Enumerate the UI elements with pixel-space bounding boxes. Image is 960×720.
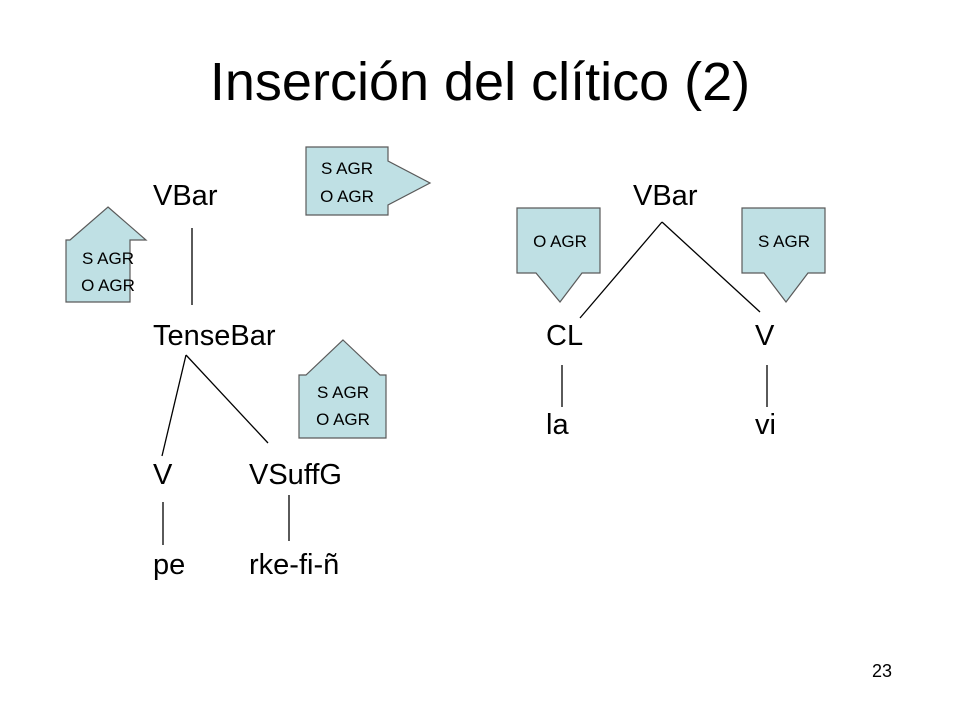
edge-vbar-cl xyxy=(579,221,663,319)
right-clitic-cl: CL xyxy=(546,320,584,352)
up-arrow-middle-line1: S AGR xyxy=(317,383,369,402)
right-verb-v: V xyxy=(755,320,775,352)
down-arrow-o-agr-label: O AGR xyxy=(533,232,587,251)
left-vsuffg: VSuffG xyxy=(249,459,342,491)
left-leaf-pe: pe xyxy=(153,549,186,581)
right-arrow: S AGR O AGR xyxy=(305,146,432,216)
edge-tensebar-vsuffg xyxy=(185,354,269,444)
up-arrow-left: S AGR O AGR xyxy=(65,206,148,303)
edge-vbar-v xyxy=(661,221,761,313)
page-number: 23 xyxy=(872,661,893,681)
down-arrow-s-agr-label: S AGR xyxy=(758,232,810,251)
right-leaf-vi: vi xyxy=(755,409,776,441)
left-root-vbar: VBar xyxy=(153,180,218,212)
down-arrow-o-agr: O AGR xyxy=(516,207,601,303)
right-root-vbar: VBar xyxy=(633,180,698,212)
up-arrow-middle: S AGR O AGR xyxy=(298,339,387,439)
up-arrow-left-line1: S AGR xyxy=(82,249,134,268)
edge-tensebar-v xyxy=(161,354,187,457)
right-leaf-la: la xyxy=(546,409,569,441)
slide-title: Inserción del clítico (2) xyxy=(209,52,751,112)
up-arrow-middle-line2: O AGR xyxy=(316,410,370,429)
up-arrow-left-line2: O AGR xyxy=(81,276,135,295)
left-verb-v: V xyxy=(153,459,173,491)
left-leaf-rke-fi-n: rke-fi-ñ xyxy=(249,549,340,581)
left-tensebar: TenseBar xyxy=(153,320,276,352)
right-arrow-line2: O AGR xyxy=(320,187,374,206)
down-arrow-s-agr: S AGR xyxy=(741,207,826,303)
right-arrow-line1: S AGR xyxy=(321,159,373,178)
